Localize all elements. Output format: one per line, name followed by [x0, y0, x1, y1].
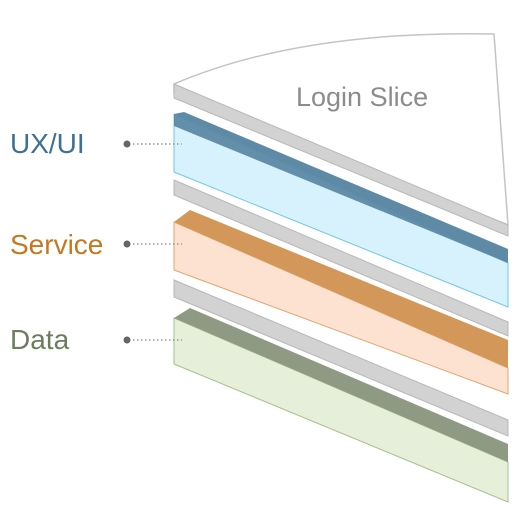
- slice-title: Login Slice: [296, 82, 429, 112]
- layer-ux-ui-slab: [173, 112, 509, 308]
- layer-data-slab: [173, 308, 509, 503]
- layer-label-ux-ui: UX/UI: [10, 128, 85, 159]
- leader-service: [123, 240, 182, 248]
- separator-band-3: [173, 279, 509, 437]
- leader-data: [123, 336, 182, 344]
- separator-band-2: [173, 179, 509, 337]
- layer-label-service: Service: [10, 229, 104, 260]
- layer-service-slab: [173, 210, 509, 395]
- layer-label-data: Data: [10, 324, 70, 355]
- slice-top-outline: [173, 32, 509, 227]
- separator-band-1: [173, 83, 509, 237]
- leader-ux-ui: [123, 140, 182, 148]
